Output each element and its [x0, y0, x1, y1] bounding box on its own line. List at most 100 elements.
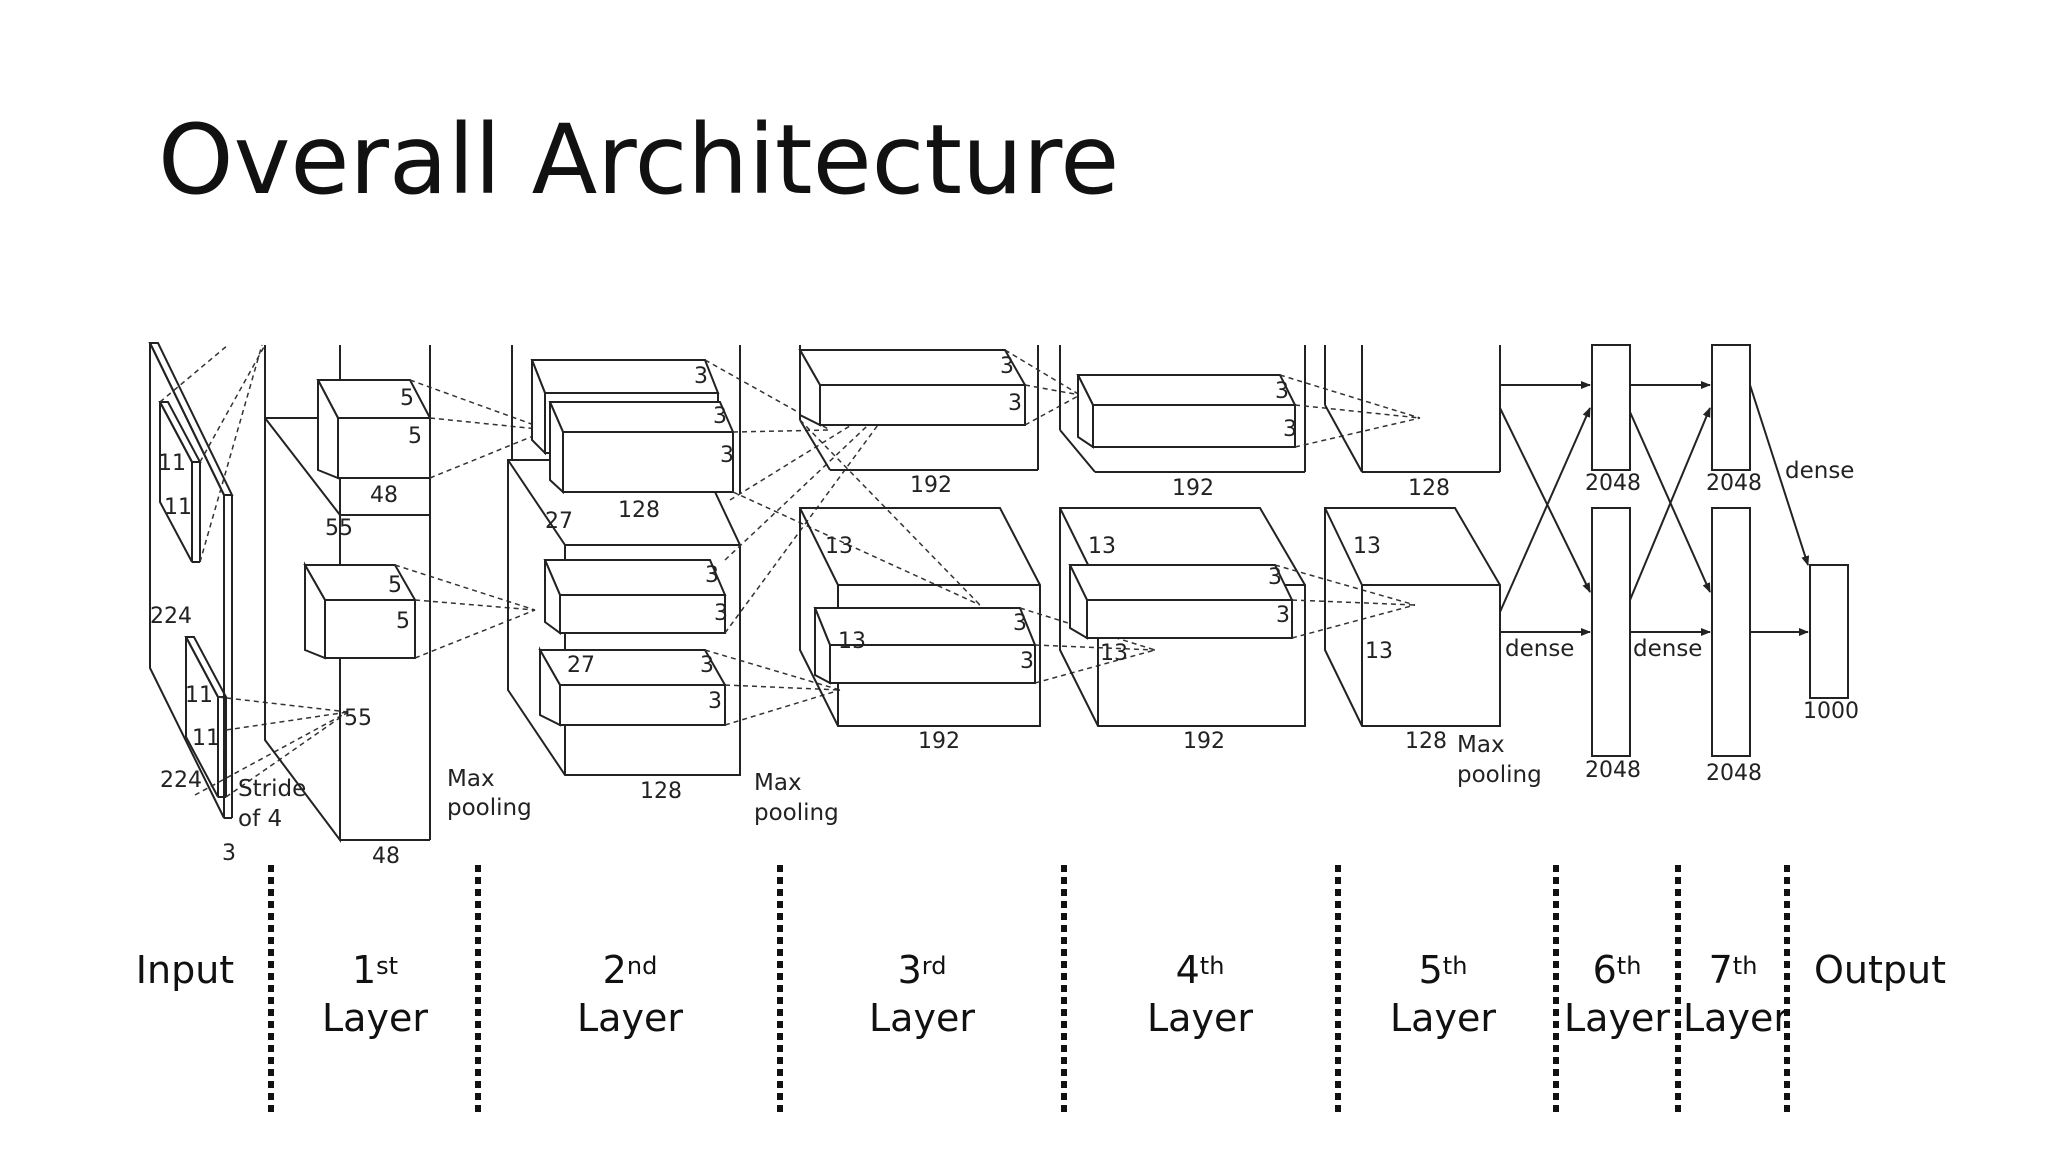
- layer2-dim-b: 27: [567, 653, 595, 678]
- layer1-pool-a: Max: [447, 766, 495, 792]
- caption-layer1: 1st Layer: [305, 946, 445, 1042]
- layer1-kernel-bot-b: 5: [396, 609, 410, 634]
- layer3-kernel-b: 3: [1008, 391, 1022, 416]
- layer7-size-top: 2048: [1706, 471, 1762, 496]
- input-kernel-left: 11: [164, 495, 192, 520]
- input-stride-of: of 4: [238, 806, 282, 832]
- input-width: 224: [160, 768, 202, 793]
- caption-layer3-sup: rd: [921, 952, 947, 980]
- layer3-dim-a: 13: [825, 534, 853, 559]
- dense-label-b: dense: [1633, 636, 1702, 662]
- layer2-kernel-f: 3: [700, 653, 714, 678]
- caption-layer5-sup: th: [1442, 952, 1468, 980]
- layer3-kernel-c: 3: [1013, 611, 1027, 636]
- layer3-volume: [798, 345, 1156, 727]
- layer2-kernel-e: 3: [714, 601, 728, 626]
- caption-layer3-num: 3: [897, 948, 922, 992]
- layer1-kernel-bot-a: 5: [388, 573, 402, 598]
- caption-layer4-num: 4: [1175, 948, 1200, 992]
- layer1-kernel-top-b: 5: [408, 424, 422, 449]
- layer7-size-bot: 2048: [1706, 761, 1762, 786]
- input-height: 224: [150, 604, 192, 629]
- layer5-pool-b: pooling: [1457, 762, 1542, 788]
- dense-layers: [1499, 344, 1849, 757]
- caption-input: Input: [125, 946, 245, 994]
- layer4-kernel-c: 3: [1268, 565, 1282, 590]
- layer2-kernel-b: 3: [713, 404, 727, 429]
- dense-label-a: dense: [1505, 636, 1574, 662]
- input-volume: [148, 342, 349, 819]
- layer4-dim-a: 13: [1088, 534, 1116, 559]
- layer3-depth-top: 192: [910, 473, 952, 498]
- caption-layer6-sup: th: [1616, 952, 1642, 980]
- caption-layer5-word: Layer: [1390, 996, 1496, 1040]
- layer4-kernel-a: 3: [1275, 379, 1289, 404]
- layer1-volume: [264, 345, 549, 843]
- caption-layer6: 6th Layer: [1561, 946, 1673, 1042]
- caption-layer1-num: 1: [351, 948, 377, 992]
- caption-layer7: 7th Layer: [1683, 946, 1789, 1042]
- caption-output: Output: [1800, 946, 1960, 994]
- layer2-kernel-g: 3: [708, 689, 722, 714]
- layer4-kernel-b: 3: [1283, 417, 1297, 442]
- caption-layer6-word: Layer: [1564, 996, 1670, 1040]
- layer1-depth-top: 48: [370, 483, 398, 508]
- caption-layer7-sup: th: [1732, 952, 1758, 980]
- layer2-pool-a: Max: [754, 770, 802, 796]
- layer4-volume: [1059, 345, 1421, 727]
- layer2-dim-a: 27: [545, 509, 573, 534]
- layer5-dim-b: 13: [1365, 639, 1393, 664]
- layer3-depth-bot: 192: [918, 729, 960, 754]
- caption-layer2-num: 2: [602, 948, 627, 992]
- caption-layer2: 2nd Layer: [560, 946, 700, 1042]
- caption-layer3-word: Layer: [869, 996, 975, 1040]
- caption-layer4: 4th Layer: [1130, 946, 1270, 1042]
- caption-layer6-num: 6: [1592, 948, 1617, 992]
- caption-layer4-word: Layer: [1147, 996, 1253, 1040]
- layer3-kernel-d: 3: [1020, 649, 1034, 674]
- input-kernel-bot-b: 11: [192, 726, 220, 751]
- slide-title: Overall Architecture: [158, 104, 1120, 216]
- caption-output-text: Output: [1814, 948, 1946, 992]
- layer2-depth-bot: 128: [640, 779, 682, 804]
- layer5-volume: [1324, 345, 1501, 727]
- layer2-kernel-d: 3: [705, 563, 719, 588]
- caption-layer5-num: 5: [1418, 948, 1443, 992]
- layer2-pool-b: pooling: [754, 800, 839, 826]
- caption-layer7-num: 7: [1708, 948, 1733, 992]
- caption-input-text: Input: [135, 948, 235, 992]
- caption-layer2-word: Layer: [577, 996, 683, 1040]
- layer3-kernel-a: 3: [1000, 354, 1014, 379]
- layer6-size-top: 2048: [1585, 471, 1641, 496]
- layer2-kernel-a: 3: [694, 364, 708, 389]
- layer1-dim-b: 55: [344, 706, 372, 731]
- layer1-kernel-top-a: 5: [400, 386, 414, 411]
- layer6-size-bot: 2048: [1585, 758, 1641, 783]
- layer5-depth-bot: 128: [1405, 729, 1447, 754]
- caption-layer4-sup: th: [1199, 952, 1225, 980]
- input-depth: 3: [222, 841, 236, 866]
- layer4-depth-bot: 192: [1183, 729, 1225, 754]
- layer4-depth-top: 192: [1172, 476, 1214, 501]
- caption-layer5: 5th Layer: [1373, 946, 1513, 1042]
- layer3-dim-b: 13: [838, 629, 866, 654]
- caption-layer1-word: Layer: [322, 996, 428, 1040]
- caption-layer7-word: Layer: [1683, 996, 1789, 1040]
- layer5-dim-a: 13: [1353, 534, 1381, 559]
- caption-layer3: 3rd Layer: [852, 946, 992, 1042]
- caption-layer2-sup: nd: [626, 952, 658, 980]
- dense-label-c: dense: [1785, 458, 1854, 484]
- layer2-depth-top: 128: [618, 498, 660, 523]
- output-size: 1000: [1803, 699, 1859, 724]
- layer4-kernel-d: 3: [1276, 603, 1290, 628]
- layer1-pool-b: pooling: [447, 795, 532, 821]
- layer5-pool-a: Max: [1457, 732, 1505, 758]
- layer5-depth-top: 128: [1408, 476, 1450, 501]
- input-kernel-top: 11: [158, 451, 186, 476]
- layer1-depth-bot: 48: [372, 844, 400, 869]
- caption-layer1-sup: st: [376, 952, 399, 980]
- input-kernel-bot-a: 11: [185, 683, 213, 708]
- layer2-volume: [507, 345, 981, 776]
- layer-separators: [268, 865, 1790, 1115]
